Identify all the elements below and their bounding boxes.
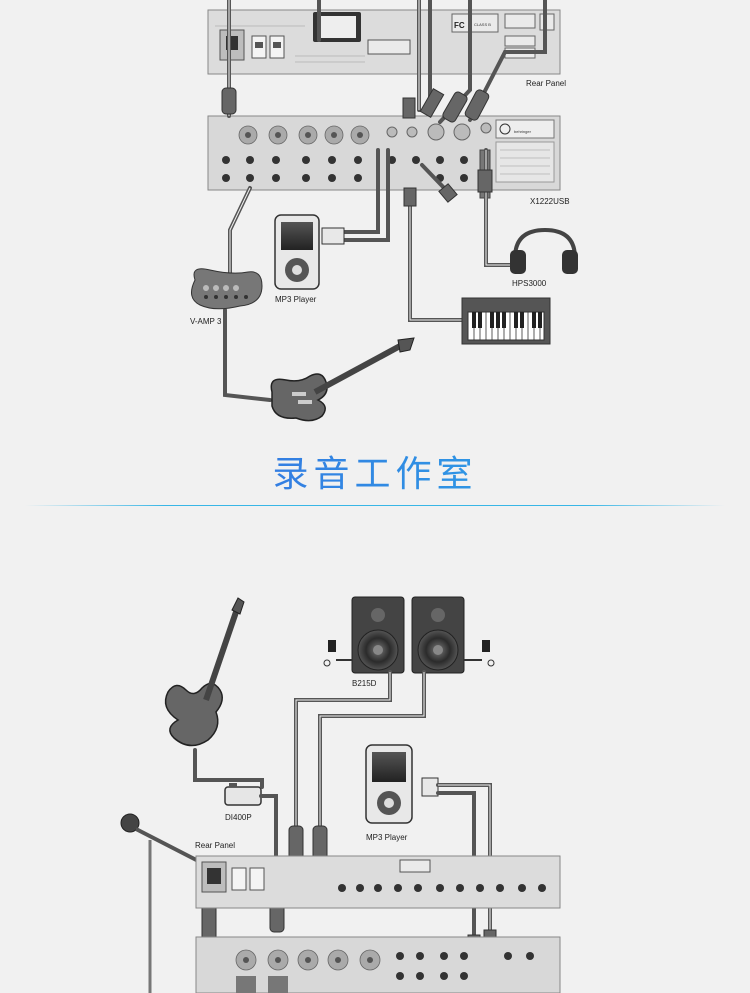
- vamp-device: [190, 268, 263, 310]
- vamp-label: V-AMP 3: [190, 317, 222, 326]
- fc-mark: FC: [454, 21, 465, 30]
- section-divider: [25, 505, 725, 506]
- microphone-icon: [120, 813, 209, 993]
- mixer-front-top: behringer: [207, 115, 561, 199]
- speaker-power-plugs: [323, 640, 495, 667]
- top-recording-diagram: FC CLASS B Rear Panel: [190, 0, 578, 422]
- di-label: DI400P: [225, 813, 252, 822]
- speaker-left: [351, 596, 405, 674]
- rear-panel-label-top: Rear Panel: [526, 79, 566, 88]
- mp3-player-top: [274, 214, 345, 290]
- rear-panel-label-bottom: Rear Panel: [195, 841, 235, 850]
- mixer-model-label: X1222USB: [530, 197, 570, 206]
- electric-guitar-icon: [270, 337, 415, 422]
- xlr-plugs-top: [221, 87, 493, 207]
- mixer-front-bottom: [195, 936, 561, 993]
- headphones-icon: [510, 227, 578, 274]
- speaker-right: [411, 596, 465, 674]
- electric-guitar-icon-bottom: [164, 597, 245, 747]
- rear-panel-bottom: [195, 855, 561, 909]
- di-box-icon: [224, 783, 262, 806]
- bottom-live-diagram: B215D DI400P MP3 Player: [120, 596, 561, 993]
- mp3-label-bottom: MP3 Player: [366, 833, 408, 842]
- speakers-label: B215D: [352, 679, 377, 688]
- section-title: 录音工作室: [0, 445, 750, 497]
- mp3-player-bottom: [365, 744, 439, 824]
- rear-panel-top: FC CLASS B: [207, 9, 561, 75]
- class-b-label: CLASS B: [474, 22, 491, 27]
- headphones-label: HPS3000: [512, 279, 547, 288]
- midi-keyboard-icon: [461, 297, 551, 345]
- mp3-label-top: MP3 Player: [275, 295, 317, 304]
- brand-label: behringer: [514, 129, 532, 134]
